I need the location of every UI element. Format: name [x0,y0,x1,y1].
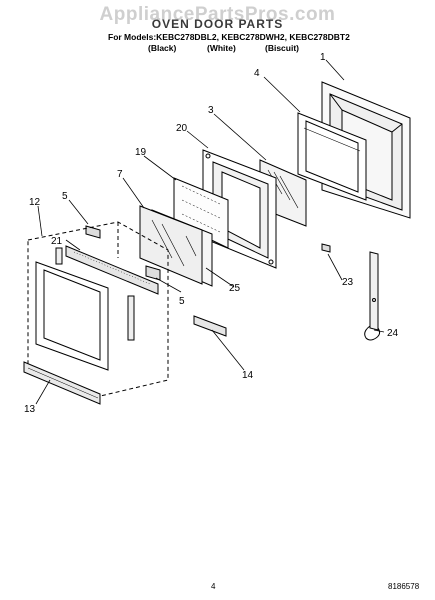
callout-3: 3 [208,105,214,116]
diagram-title: OVEN DOOR PARTS [151,17,284,31]
watermark: AppliancePartsPros.com [99,4,336,25]
part-inner-window [35,247,135,371]
callout-21: 21 [51,236,63,247]
callout-19: 19 [135,147,147,158]
variant-biscuit: (Biscuit) [265,43,299,53]
callout-4: 4 [254,68,260,79]
part-vent-strip [65,245,159,295]
part-trim-frame [297,112,367,201]
part-vent-plate [193,315,227,337]
callout-24: 24 [387,328,399,339]
part-inner-glass-7 [139,205,203,285]
models-line: For Models:KEBC278DBL2, KEBC278DWH2, KEB… [108,32,350,42]
callout-1: 1 [320,52,326,63]
variant-white: (White) [207,43,236,53]
part-inner-door-outline [27,221,169,399]
leader-lines [35,59,385,405]
page-number: 4 [211,582,216,591]
part-small-clip [321,243,331,253]
part-door-hinge [364,251,381,341]
callout-14: 14 [242,370,254,381]
part-bottom-trim [23,361,101,405]
callout-5-lower: 5 [179,296,185,307]
callout-12: 12 [29,197,41,208]
variant-black: (Black) [148,43,177,53]
callout-5-upper: 5 [62,191,68,202]
callout-13: 13 [24,404,36,415]
callout-25: 25 [229,283,241,294]
part-glass-clip-upper [85,225,101,239]
document-number: 8186578 [388,582,420,591]
part-heat-shield [173,177,229,249]
callout-23: 23 [342,277,354,288]
part-glass-clip-lower [145,265,161,281]
callout-7: 7 [117,169,123,180]
callout-20: 20 [176,123,188,134]
